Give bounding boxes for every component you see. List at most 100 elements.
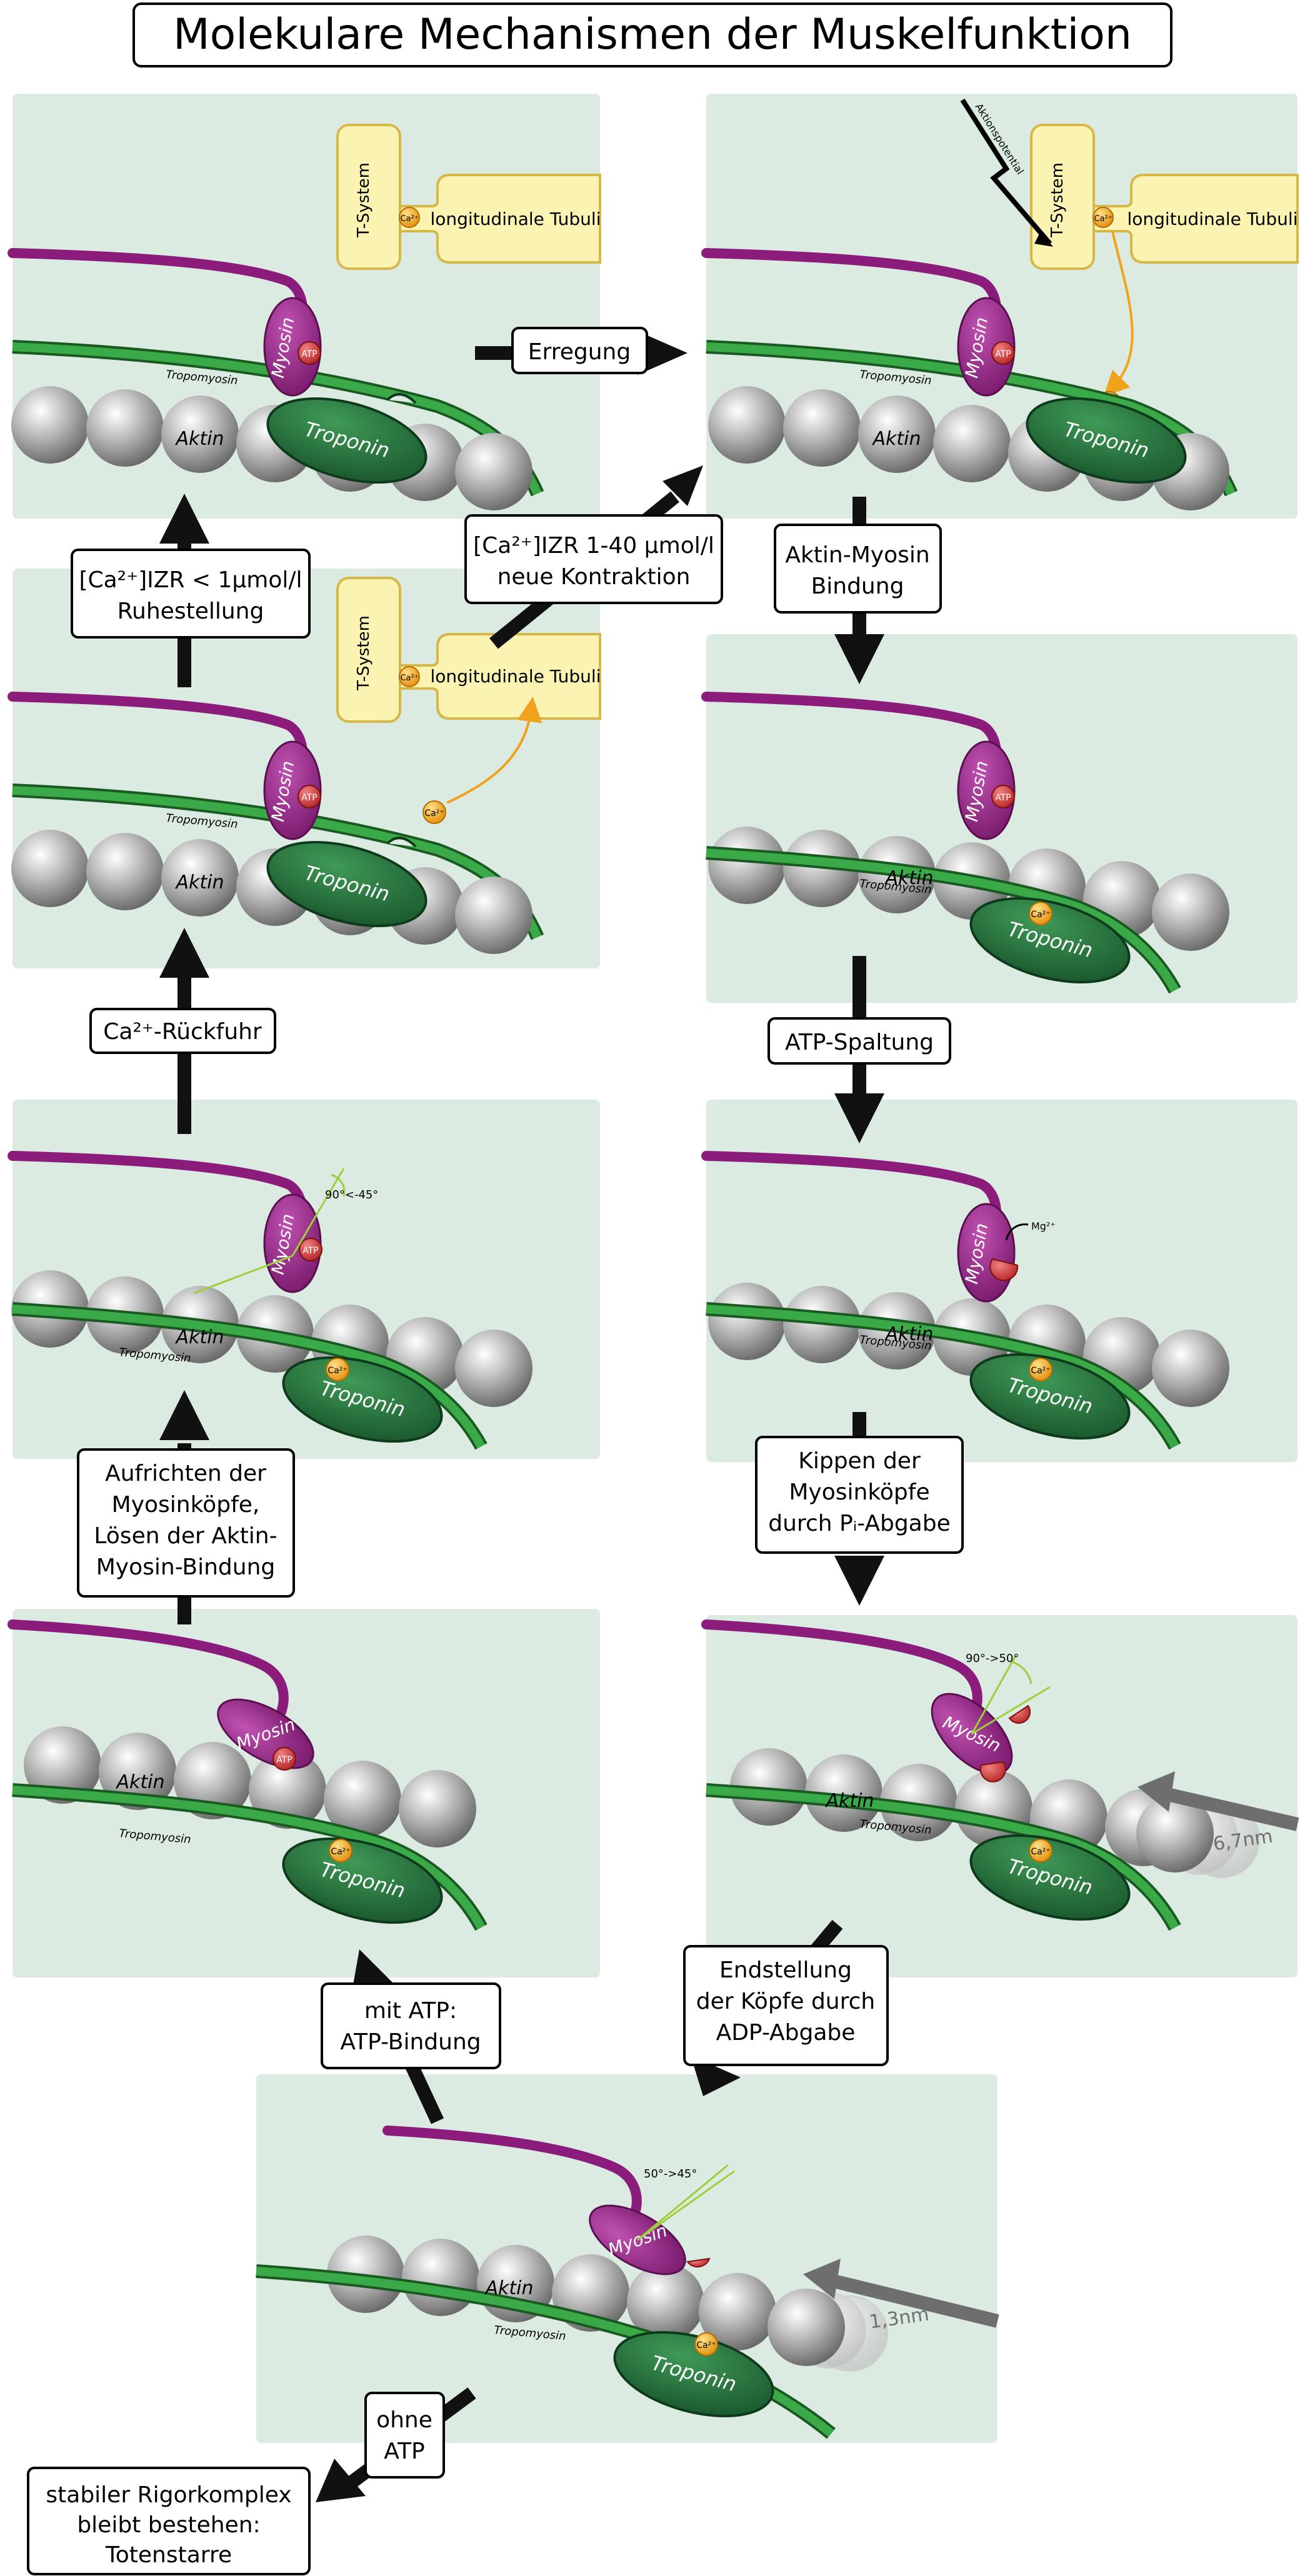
aktin-label: Aktin: [174, 872, 224, 893]
calcium-binding-site: [386, 837, 417, 848]
adp-molecule: [979, 1761, 1006, 1783]
panel-excitation: T-System longitudinale Tubuli Ca²⁺ Aktio…: [701, 94, 1299, 519]
step-erregung: Erregung: [528, 339, 631, 365]
step-box-rueckfuhr: [89, 1008, 276, 1054]
troponin: [969, 1353, 1131, 1440]
tropomyosin-filament: [706, 1305, 1179, 1449]
myosin-head: [957, 297, 1016, 397]
troponin: [282, 1356, 443, 1443]
troponin: [266, 397, 428, 484]
angle-arc: [1012, 1661, 1032, 1684]
t-system-label: T-System: [354, 615, 373, 691]
calcium-ion: [399, 207, 420, 228]
step-aufrichten-1: Aufrichten der: [105, 1461, 266, 1486]
sarcoplasmic-reticulum: T-System longitudinale Tubuli Ca²⁺: [1030, 124, 1299, 270]
calcium-ion: [694, 2332, 718, 2356]
calcium-label: Ca²⁺: [424, 808, 444, 818]
myosin-tail: [701, 1619, 982, 1717]
step-aufrichten-2: Myosinköpfe,: [112, 1492, 260, 1518]
sarcoplasmic-reticulum: T-System longitudinale Tubuli Ca²⁺: [336, 124, 601, 270]
myosin-tail: [8, 692, 308, 773]
magnesium-pointer: [1005, 1223, 1029, 1241]
aktin-label: Aktin: [174, 428, 224, 450]
step-kippen-3: durch Pᵢ-Abgabe: [768, 1511, 950, 1536]
step-box-mit-atp: [321, 1982, 501, 2069]
calcium-return-arrow: [446, 697, 542, 804]
myosin-head: [263, 740, 322, 840]
step-rigor-1: stabiler Rigorkomplex: [46, 2482, 291, 2508]
atp-molecule: [272, 1747, 296, 1771]
myosin-tail: [701, 692, 1001, 773]
title: Molekulare Mechanismen der Muskelfunktio…: [173, 10, 1132, 59]
atp-label: ATP: [301, 793, 317, 803]
step-mit-atp-1: mit ATP:: [364, 1998, 457, 2024]
panel-atp-binding: Tropomyosin Aktin Troponin Ca²⁺ Myosin A…: [8, 1609, 600, 1977]
calcium-ion: [399, 666, 420, 687]
shift-arrow: [829, 2274, 999, 2328]
step-kontraktion-1: [Ca²⁺]IZR 1-40 µmol/l: [473, 533, 714, 559]
step-kippen-1: Kippen der: [798, 1448, 921, 1474]
atp-label: ATP: [301, 349, 317, 359]
tubuli-label: longitudinale Tubuli: [431, 666, 601, 687]
troponin: [969, 897, 1131, 984]
step-spaltung: ATP-Spaltung: [785, 1030, 934, 1055]
shift-arrow: [1161, 1786, 1299, 1831]
atp-label: ATP: [302, 1246, 318, 1256]
tropomyosin-filament: [706, 1786, 1179, 1930]
calcium-ion: [326, 1358, 349, 1381]
calcium-label: Ca²⁺: [328, 1366, 347, 1376]
tropomyosin-filament: [12, 1305, 486, 1449]
atp-molecule: [991, 341, 1015, 365]
aktin-label: Aktin: [115, 1771, 164, 1793]
step-box-ruhe: [71, 549, 311, 639]
step-bindung-1: Aktin-Myosin: [785, 542, 929, 568]
angle-label: 50°->45°: [644, 2167, 697, 2181]
step-rigor-3: Totenstarre: [105, 2542, 232, 2568]
step-ohne-atp-1: ohne: [376, 2407, 432, 2433]
step-aufrichten-4: Myosin-Bindung: [96, 1554, 276, 1580]
panel-calcium-return: T-System longitudinale Tubuli Ca²⁺ Ca²⁺ …: [8, 569, 601, 968]
sarcoplasmic-reticulum: T-System longitudinale Tubuli Ca²⁺: [336, 577, 601, 723]
step-box-kippen: [755, 1436, 964, 1554]
calcium-ion: [1029, 1839, 1052, 1862]
t-system-label: T-System: [1048, 162, 1067, 238]
step-box-endstellung: [683, 1945, 889, 2066]
step-endstellung-2: der Köpfe durch: [696, 1989, 876, 2014]
angle-line: [971, 1655, 1017, 1734]
step-labels: Erregung Aktin-Myosin Bindung ATP-Spaltu…: [27, 327, 964, 2575]
atp-molecule: [299, 1238, 322, 1261]
step-endstellung-1: Endstellung: [719, 1957, 852, 1983]
tubuli-label: longitudinale Tubuli: [1128, 209, 1298, 229]
aktin-label: Aktin: [871, 428, 921, 450]
split-atp-molecule: [989, 1258, 1019, 1281]
angle-label: 90°->50°: [966, 1652, 1019, 1665]
step-mit-atp-2: ATP-Bindung: [340, 2029, 481, 2055]
calcium-label: Ca²⁺: [331, 1847, 350, 1857]
troponin: [282, 1837, 443, 1924]
myosin-tail: [8, 1619, 289, 1717]
aktin-label: Aktin: [484, 2277, 533, 2299]
aktin-label: Aktin: [884, 1323, 933, 1345]
step-kippen-2: Myosinköpfe: [789, 1479, 929, 1505]
calcium-label: Ca²⁺: [1031, 1366, 1050, 1376]
troponin: [969, 1834, 1131, 1921]
phosphate-fragment: [1008, 1704, 1031, 1724]
angle-line: [193, 1255, 293, 1295]
t-system-label: T-System: [354, 162, 373, 238]
step-rueckfuhr: Ca²⁺-Rückfuhr: [103, 1019, 262, 1045]
tropomyosin-filament: [706, 848, 1179, 993]
step-aufrichten-3: Lösen der Aktin-: [94, 1523, 277, 1549]
tropomyosin-filament: [12, 1786, 486, 1930]
atp-label: ATP: [995, 349, 1011, 359]
adp-molecule: [686, 2257, 711, 2268]
angle-line: [637, 2170, 735, 2241]
tubuli-label: longitudinale Tubuli: [431, 209, 601, 229]
panel-atp-splitting: Tropomyosin Aktin Troponin Ca²⁺ Myosin M…: [701, 1100, 1298, 1462]
troponin: [1026, 397, 1187, 484]
step-box-kontraktion: [464, 514, 723, 604]
aktin-label: Aktin: [824, 1790, 874, 1812]
atp-label: ATP: [276, 1755, 292, 1765]
calcium-label: Ca²⁺: [400, 214, 418, 224]
panel-head-erection: Tropomyosin Aktin Troponin Ca²⁺ Myosin A…: [8, 1100, 600, 1459]
atp-label: ATP: [995, 793, 1011, 803]
